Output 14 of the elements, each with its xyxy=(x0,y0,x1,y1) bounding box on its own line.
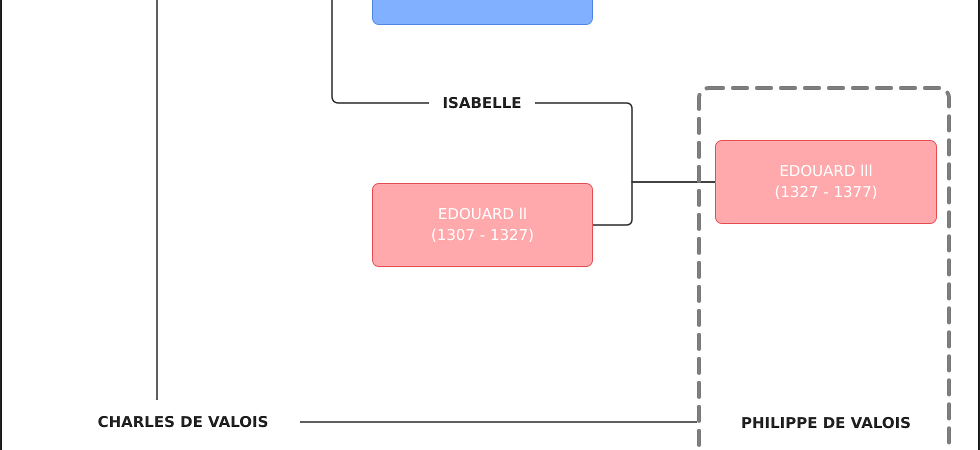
name-text: EDOUARD lll xyxy=(779,161,873,182)
name-text: EDOUARD ll xyxy=(438,204,528,225)
connector-line xyxy=(300,421,697,423)
person-name: PHILIPPE DE VALOIS xyxy=(727,412,925,434)
connector-line xyxy=(593,181,715,226)
connector-line xyxy=(331,0,429,104)
person-name: ISABELLE xyxy=(429,92,535,114)
person-name: CHARLES DE VALOIS xyxy=(66,400,300,444)
reign-years: (1327 - 1377) xyxy=(774,182,878,203)
person-box xyxy=(715,140,937,224)
reign-years: (1307 - 1327) xyxy=(430,225,534,246)
person-box xyxy=(372,183,593,267)
dashed-group-frame xyxy=(697,86,951,450)
connector-line xyxy=(156,0,158,400)
